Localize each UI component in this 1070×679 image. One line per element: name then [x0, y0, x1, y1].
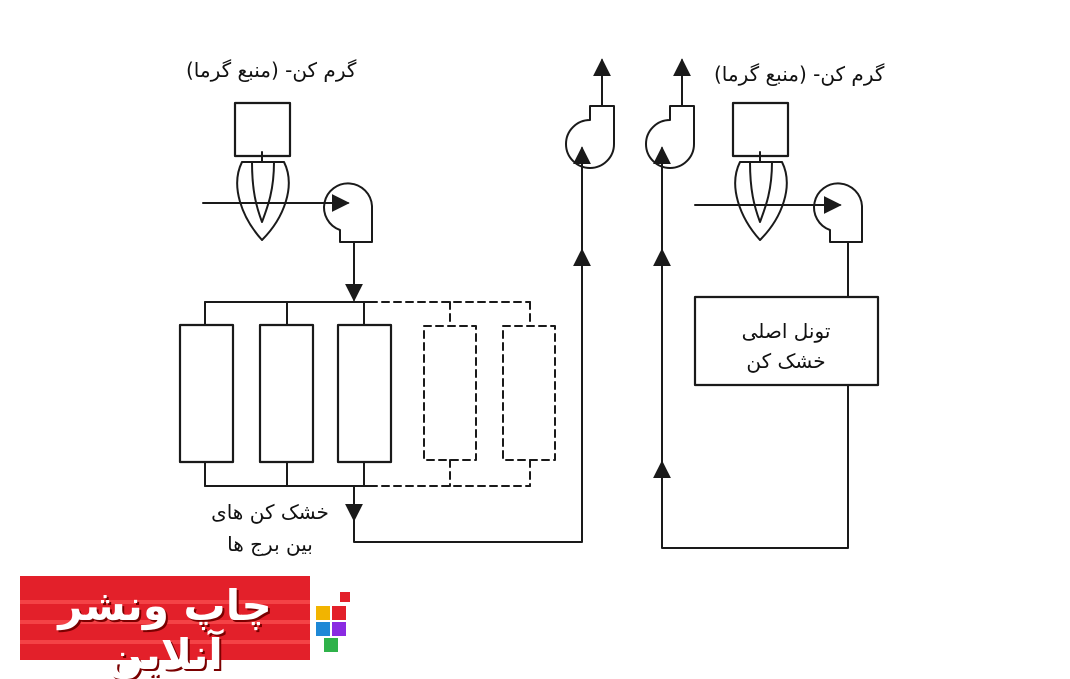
heater-label-left: گرم کن- (منبع گرما) [186, 58, 357, 82]
main-tunnel-dryer [693, 295, 880, 387]
intertower-manifold [204, 301, 371, 487]
burner-left [236, 151, 290, 241]
fan-left [323, 182, 373, 243]
tunnel-label-line2: خشک کن [746, 349, 826, 373]
optional-towers [369, 301, 556, 487]
publisher-logo [20, 576, 350, 660]
intertower-label-line1: خشک کن های [211, 500, 329, 524]
intertower-dryers-label: خشک کن های بین برج ها [190, 496, 350, 560]
main-tunnel-label: تونل اصلی خشک کن [700, 316, 872, 376]
publisher-logo-text: چاپ ونشر آنلاین [58, 581, 273, 679]
burner-right [734, 151, 788, 241]
return-line-right [661, 267, 849, 549]
tower-dryer-2 [258, 323, 315, 464]
heater-box-right [731, 101, 790, 158]
return-line-left [353, 267, 583, 543]
tower-dryer-3 [336, 323, 393, 464]
tunnel-label-line1: تونل اصلی [741, 319, 831, 343]
exhaust-fan-right [645, 105, 695, 169]
fan-right [813, 182, 863, 243]
tower-dryer-1 [178, 323, 235, 464]
intertower-label-line2: بین برج ها [227, 532, 313, 556]
heater-box-left [233, 101, 292, 158]
exhaust-fan-left [565, 105, 615, 169]
heater-label-right: گرم کن- (منبع گرما) [714, 62, 885, 86]
